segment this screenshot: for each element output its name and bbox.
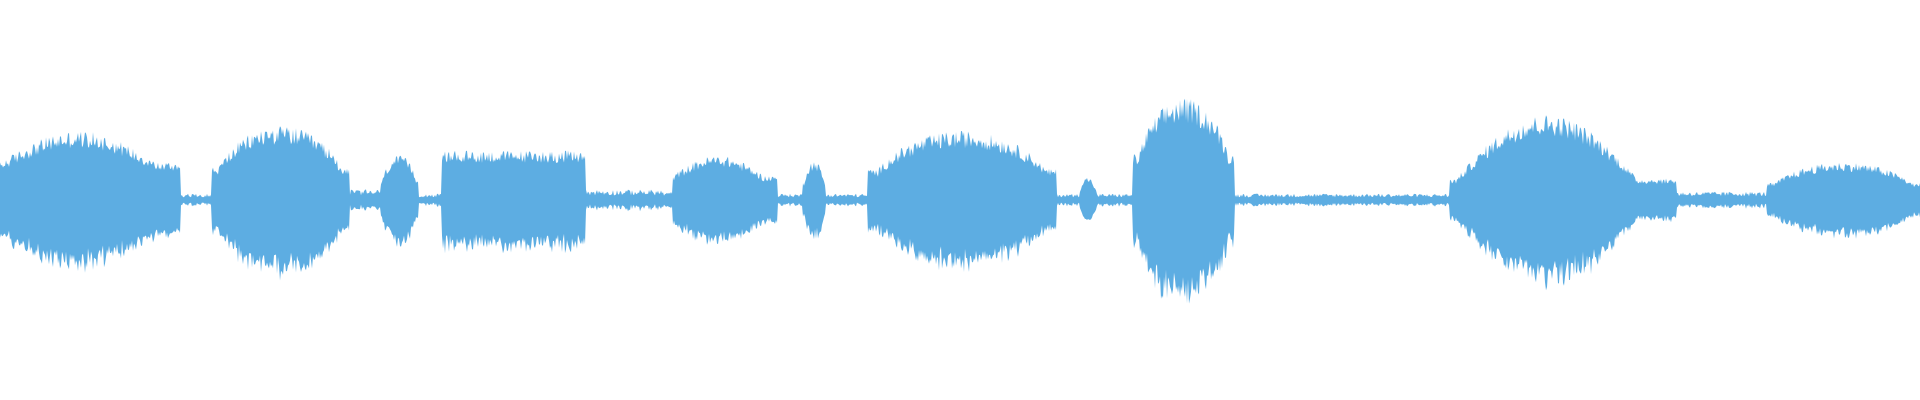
waveform-shape	[0, 98, 1920, 304]
